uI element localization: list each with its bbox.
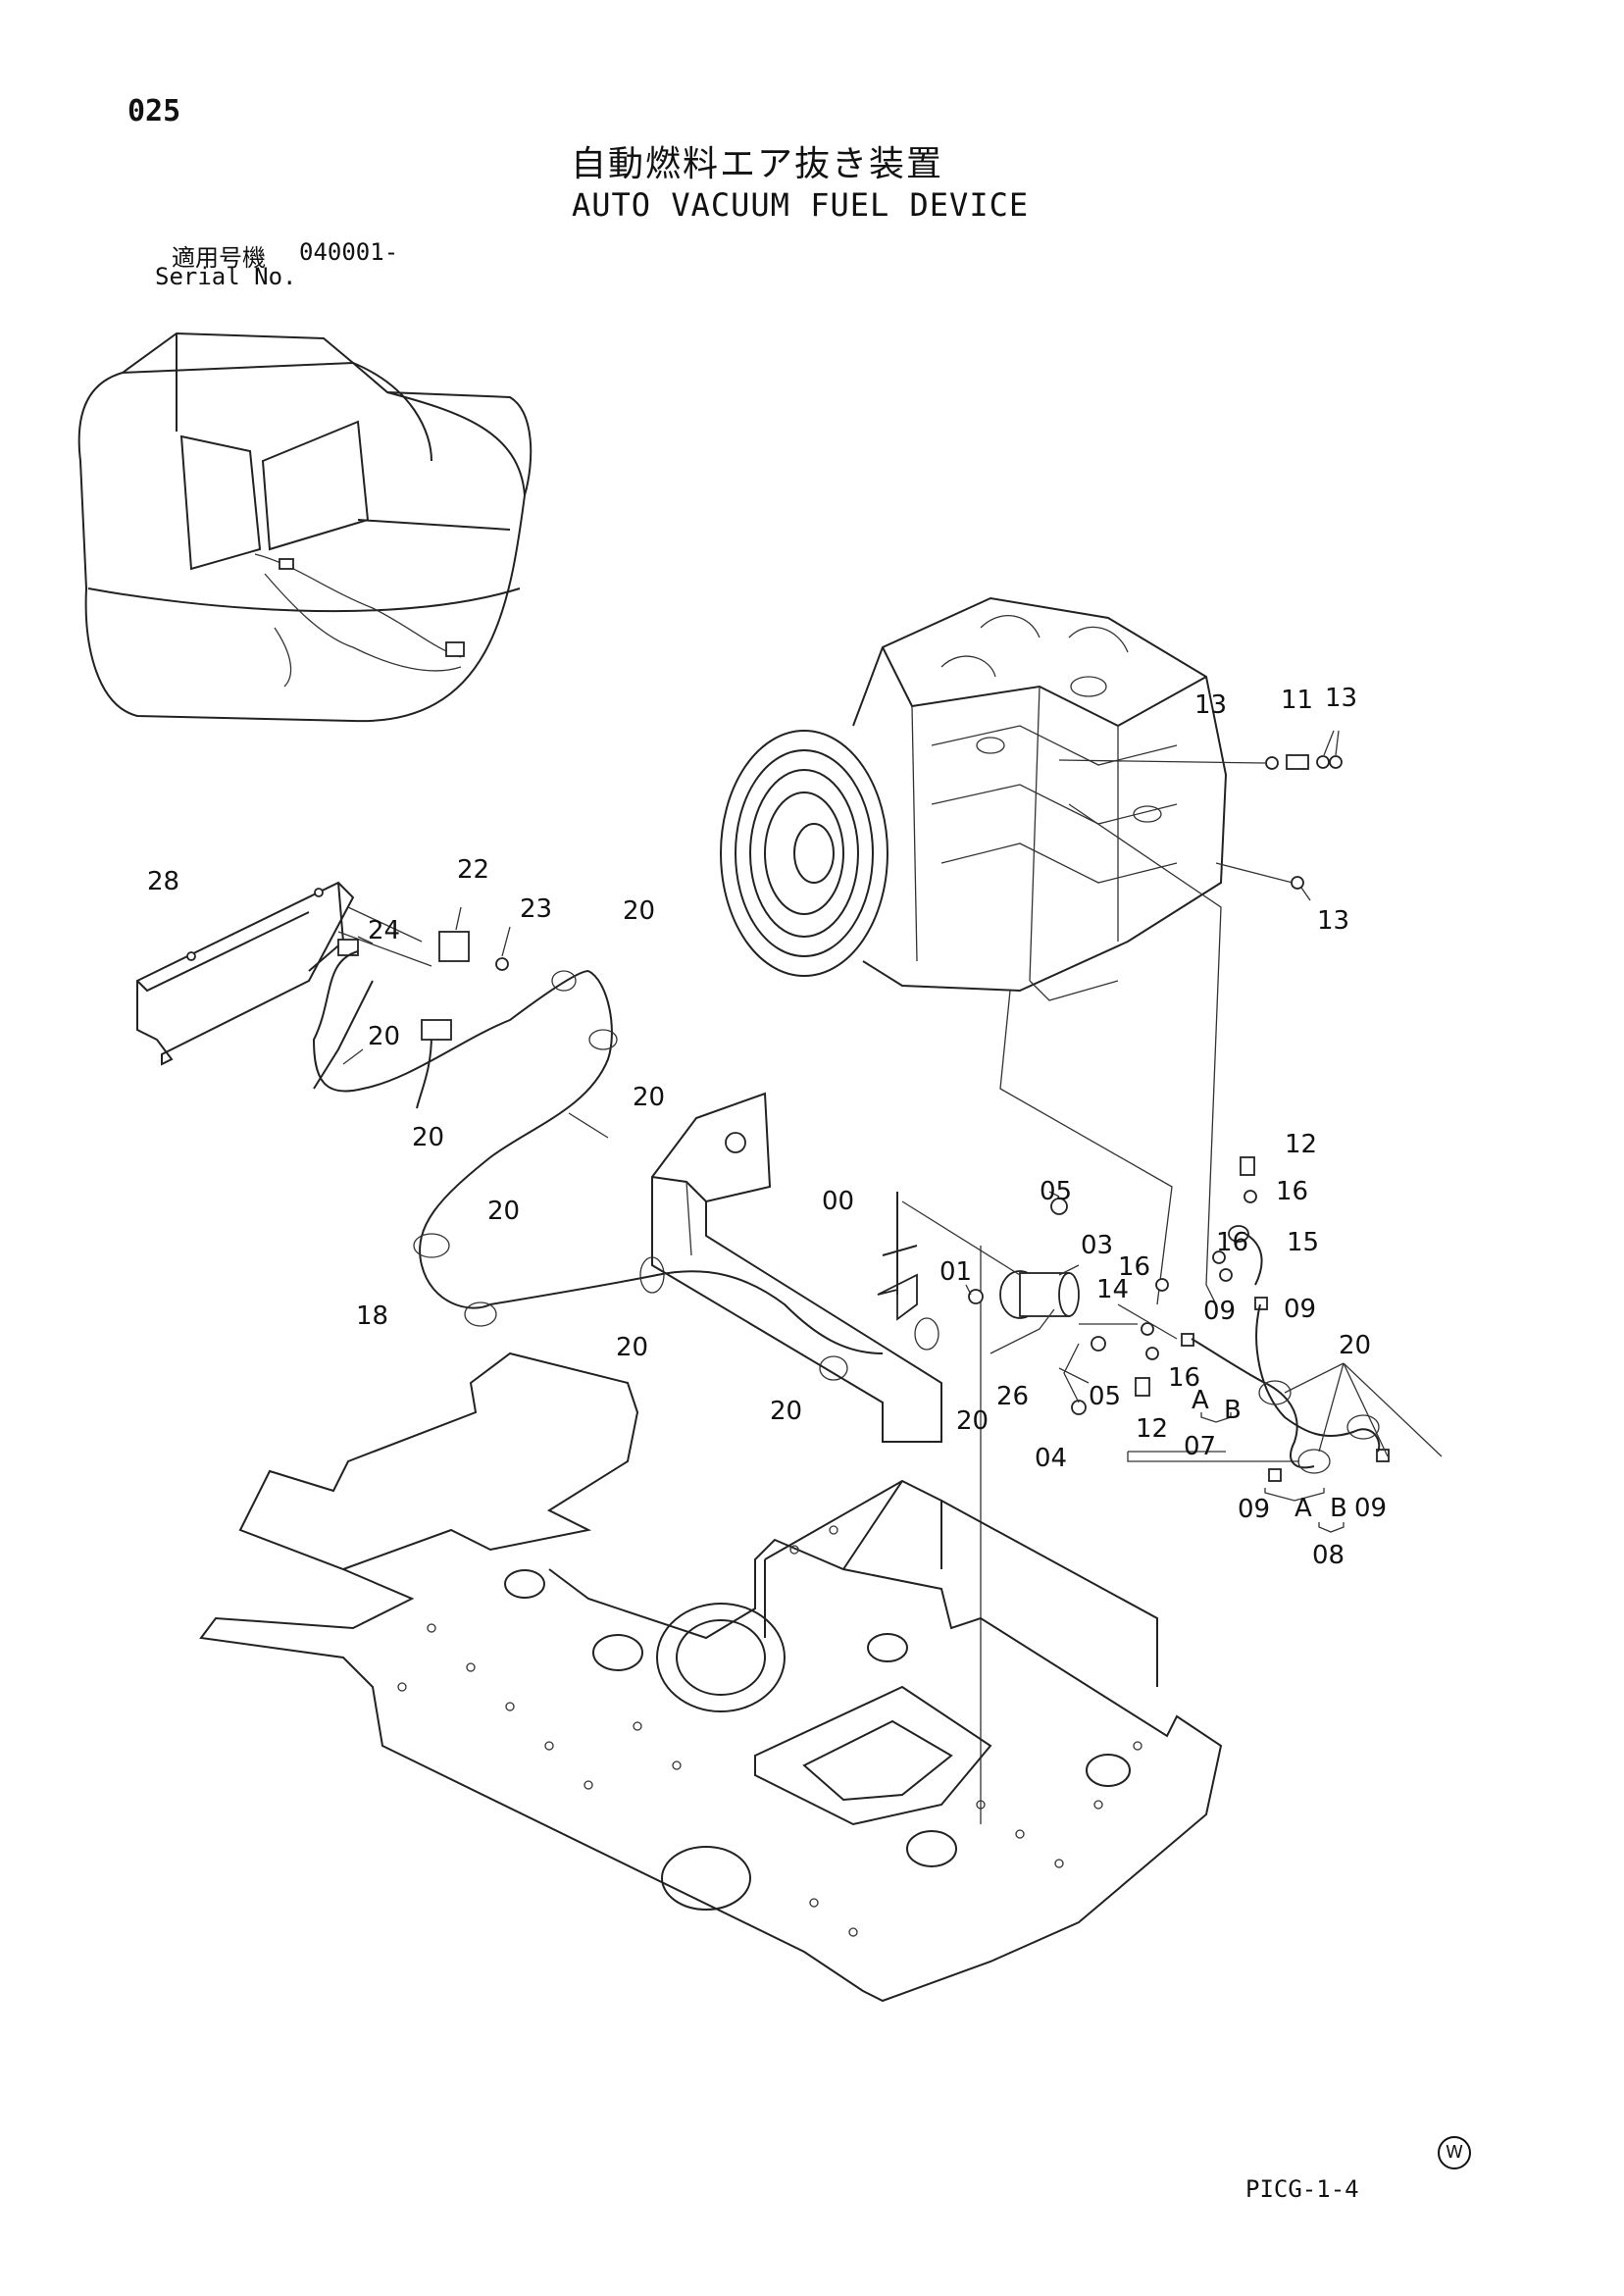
callout-20: 20 [412,1123,444,1152]
callout-20: 20 [633,1083,665,1112]
callout-labels: 28 22 23 24 20 20 20 20 20 18 20 20 20 1… [147,684,1387,1570]
fuel-line-parts [1079,1156,1443,1533]
callout-13: 13 [1194,690,1227,720]
serial-label-japanese: 適用号機 [172,244,266,272]
callout-14: 14 [1096,1275,1129,1304]
leader-lines [980,803,1299,1824]
serial-label-english: Serial No. [155,263,297,290]
pump-assembly [877,1191,1106,1415]
relay-parts-22-23-24 [337,906,511,971]
callout-23: 23 [520,894,552,924]
callout-08: 08 [1312,1541,1345,1570]
fitting-parts-11-13 [1058,730,1343,901]
wire-harness [312,950,939,1381]
callout-07: 07 [1184,1432,1216,1461]
callout-09: 09 [1354,1494,1387,1523]
callout-18: 18 [356,1301,388,1331]
callout-26: 26 [996,1382,1029,1411]
engine-illustration [720,596,1228,1001]
callout-11: 11 [1281,686,1313,715]
callout-09: 09 [1238,1495,1270,1524]
title-japanese: 自動燃料エア抜き装置 [571,144,944,184]
callout-24: 24 [368,916,400,945]
callout-01: 01 [939,1257,972,1287]
callout-12: 12 [1136,1414,1168,1444]
callout-A: A [1294,1494,1312,1523]
callout-20: 20 [616,1333,648,1362]
excavator-overview-illustration [77,332,533,723]
callout-04: 04 [1035,1444,1067,1473]
callout-03: 03 [1081,1231,1113,1260]
callout-09: 09 [1284,1295,1316,1324]
callout-16: 16 [1216,1228,1248,1257]
callout-20: 20 [770,1397,802,1426]
mounting-wall [651,1092,942,1443]
callout-20: 20 [487,1197,520,1226]
callout-16: 16 [1168,1363,1200,1393]
callout-05: 05 [1040,1177,1072,1206]
callout-B: B [1224,1396,1242,1425]
callout-22: 22 [457,855,489,885]
title-english: AUTO VACUUM FUEL DEVICE [572,186,1030,224]
callout-13: 13 [1317,906,1349,936]
callout-13: 13 [1325,684,1357,713]
callout-12: 12 [1285,1130,1317,1159]
callout-16: 16 [1276,1177,1308,1206]
callout-20: 20 [368,1022,400,1051]
callout-B: B [1330,1494,1347,1523]
callout-09: 09 [1203,1297,1236,1326]
page-number: 025 [127,94,181,128]
callout-20: 20 [956,1406,989,1436]
watermark-circle-w: W [1438,2136,1471,2169]
callout-05: 05 [1089,1382,1121,1411]
callout-28: 28 [147,867,179,896]
footer-page-code: PICG-1-4 [1245,2175,1359,2203]
callout-00: 00 [822,1187,854,1216]
callout-15: 15 [1287,1228,1319,1257]
serial-value: 040001- [299,238,399,266]
callout-A: A [1192,1386,1209,1415]
callout-20: 20 [1339,1331,1371,1360]
callout-20: 20 [623,896,655,926]
base-frame-illustration [199,1352,1223,2003]
callout-16: 16 [1118,1252,1150,1282]
